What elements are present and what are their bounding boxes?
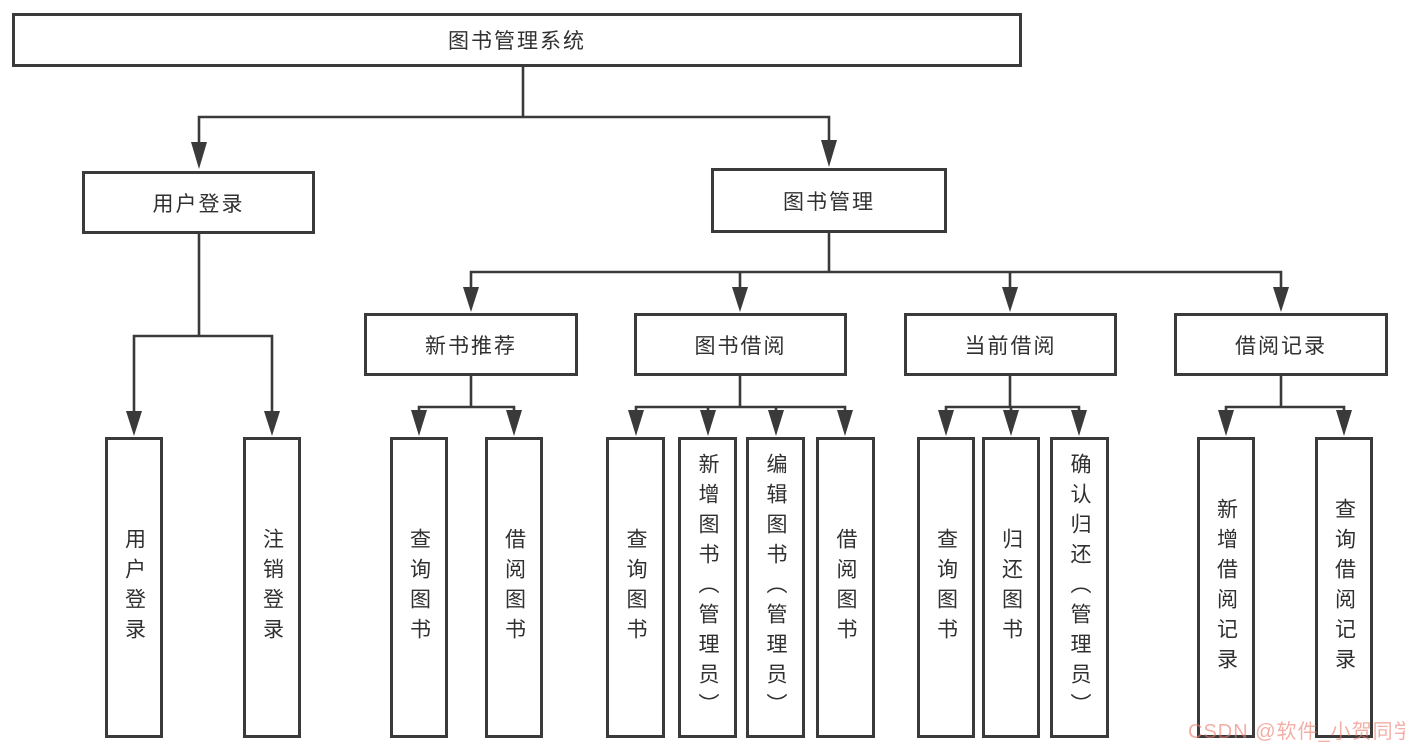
leaf-user-login-label: 用户登录 [122,527,146,648]
node-current-borrow: 当前借阅 [904,313,1117,376]
leaf-query-borrow-record-label: 查询借阅记录 [1332,497,1356,678]
leaf-add-book-admin: 新增图书（管理员） [678,437,737,738]
arrow-down-icon [1218,410,1234,436]
node-book-borrow-label: 图书借阅 [694,334,787,358]
leaf-add-borrow-record: 新增借阅记录 [1197,437,1255,738]
arrow-down-icon [264,411,280,436]
arrow-down-icon [411,410,427,436]
leaf-confirm-return-admin-label: 确认归还（管理员） [1068,452,1091,723]
connector-book-borrow-children [634,376,847,412]
connector-book-management-children [469,233,1283,289]
node-new-book-recommend: 新书推荐 [364,313,578,376]
arrow-down-icon [126,411,142,436]
leaf-query-books-recommend-label: 查询图书 [407,527,431,648]
node-user-login: 用户登录 [82,171,315,234]
leaf-query-books-borrow-label: 查询图书 [624,527,647,648]
node-user-login-label: 用户登录 [152,192,245,216]
node-borrow-records-label: 借阅记录 [1235,334,1327,358]
leaf-add-borrow-record-label: 新增借阅记录 [1214,497,1238,678]
leaf-edit-book-admin: 编辑图书（管理员） [746,437,805,738]
arrow-down-icon [732,287,748,312]
arrow-down-icon [1273,287,1289,312]
node-borrow-records: 借阅记录 [1174,313,1388,376]
node-book-management: 图书管理 [711,168,947,233]
leaf-borrow-books-recommend: 借阅图书 [485,437,543,738]
leaf-user-login: 用户登录 [105,437,163,738]
arrow-down-icon [1002,287,1018,312]
leaf-return-books-label: 归还图书 [999,527,1023,648]
arrowhead-icons [126,140,1352,436]
arrow-down-icon [506,410,522,436]
node-current-borrow-label: 当前借阅 [964,334,1057,358]
connector-new-book-children [417,376,516,412]
leaf-query-books-current-label: 查询图书 [934,527,958,648]
leaf-logout-label: 注销登录 [260,527,284,648]
arrow-down-icon [768,410,784,436]
connector-borrow-records-children [1224,375,1346,412]
leaf-borrow-books-borrow-label: 借阅图书 [834,527,857,648]
node-new-book-recommend-label: 新书推荐 [425,334,517,358]
connector-user-login-children [132,234,274,413]
connector-current-borrow-children [944,376,1081,412]
arrow-down-icon [837,410,853,436]
arrow-down-icon [463,287,479,312]
leaf-query-books-current: 查询图书 [917,437,975,738]
leaf-add-book-admin-label: 新增图书（管理员） [696,452,719,723]
node-book-management-label: 图书管理 [783,190,875,214]
leaf-edit-book-admin-label: 编辑图书（管理员） [764,452,787,723]
leaf-query-books-recommend: 查询图书 [390,437,448,738]
arrow-down-icon [191,142,207,169]
node-root-system: 图书管理系统 [12,13,1022,67]
arrow-down-icon [628,410,644,436]
leaf-query-books-borrow: 查询图书 [606,437,665,738]
leaf-confirm-return-admin: 确认归还（管理员） [1050,437,1109,738]
arrow-down-icon [1003,410,1019,436]
leaf-return-books: 归还图书 [982,437,1040,738]
node-book-borrow: 图书借阅 [634,313,847,376]
arrow-down-icon [1336,410,1352,436]
connector-root-to-level1 [197,67,831,144]
arrow-down-icon [1071,410,1087,436]
leaf-borrow-books-borrow: 借阅图书 [816,437,875,738]
node-root-label: 图书管理系统 [448,30,586,53]
csdn-watermark: CSDN @软件_小贺同学 [1188,721,1405,743]
arrow-down-icon [938,410,954,436]
leaf-query-borrow-record: 查询借阅记录 [1315,437,1373,738]
arrow-down-icon [821,140,837,167]
leaf-borrow-books-recommend-label: 借阅图书 [502,527,526,648]
leaf-logout: 注销登录 [243,437,301,738]
arrow-down-icon [700,410,716,436]
